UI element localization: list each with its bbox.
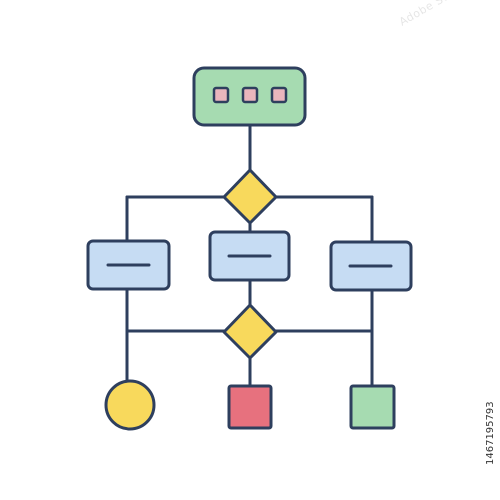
decision-diamond-top [222,168,278,225]
top-box-square-2 [241,86,259,104]
process-box-left [86,239,171,291]
watermark: Adobe Stock 1467195793 [397,0,496,465]
terminal-square-red [227,384,273,430]
top-box [192,66,307,127]
watermark-brand: Adobe Stock [397,0,468,29]
decision-diamond-bottom [222,303,278,360]
process-box-right [329,240,413,292]
process-box-center [208,230,291,282]
terminal-circle [104,379,156,431]
top-box-square-1 [212,86,230,104]
top-box-square-3 [270,86,288,104]
terminal-square-green [349,384,396,430]
watermark-stock-id: 1467195793 [485,401,496,465]
